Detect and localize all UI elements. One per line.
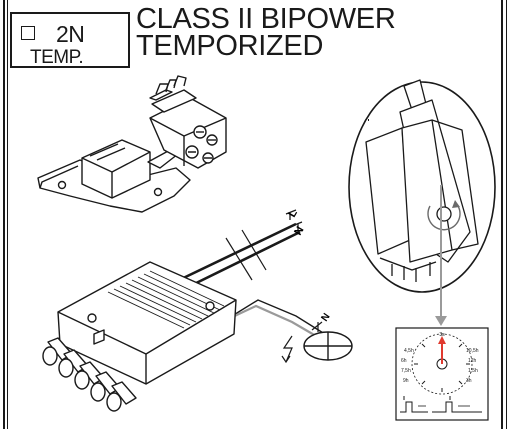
dial-tick-label: 12h bbox=[468, 358, 477, 364]
dial-tick-label: 7,5h bbox=[401, 368, 411, 374]
dial-tick-label: 4,5h bbox=[404, 348, 414, 354]
connector-plug-illustration bbox=[42, 261, 237, 412]
output-cable bbox=[225, 299, 329, 337]
page-title: CLASS II BIPOWER TEMPORIZED bbox=[136, 3, 496, 62]
right-border-rule-inner bbox=[506, 0, 507, 429]
lightning-icon bbox=[281, 335, 293, 364]
wire-label-L: L bbox=[286, 207, 300, 219]
badge-line-1: 2N bbox=[56, 21, 85, 47]
dial-tick-label: 1,5h bbox=[468, 368, 478, 374]
lamp-symbol-icon bbox=[303, 331, 353, 361]
mode-badge: 2N TEMP. bbox=[10, 12, 130, 68]
title-line-2: TEMPORIZED bbox=[136, 30, 324, 62]
dial-tick-label: 10,5h bbox=[466, 348, 479, 354]
badge-line-2: TEMP. bbox=[30, 47, 84, 68]
title-line-1: CLASS II BIPOWER bbox=[136, 3, 396, 35]
supply-wires bbox=[174, 209, 303, 292]
dial-center-label: 3s bbox=[439, 332, 445, 338]
right-border-rule bbox=[501, 0, 503, 429]
left-border-rule-inner bbox=[7, 0, 8, 429]
magnified-inset-circle bbox=[348, 79, 496, 293]
dial-tick-label: 9h bbox=[403, 378, 409, 384]
dial-tick-label: 3h bbox=[466, 378, 472, 384]
left-border-rule bbox=[3, 0, 5, 429]
ballast-device-illustration bbox=[37, 75, 227, 213]
checkbox-square-icon bbox=[21, 26, 35, 40]
zoom-arrow bbox=[435, 185, 447, 326]
timer-dial-panel: 3s 4,5h 6h 7,5h 9h 10,5h 12h 1,5h 3h bbox=[395, 327, 489, 421]
dial-tick-label: 6h bbox=[401, 358, 407, 364]
